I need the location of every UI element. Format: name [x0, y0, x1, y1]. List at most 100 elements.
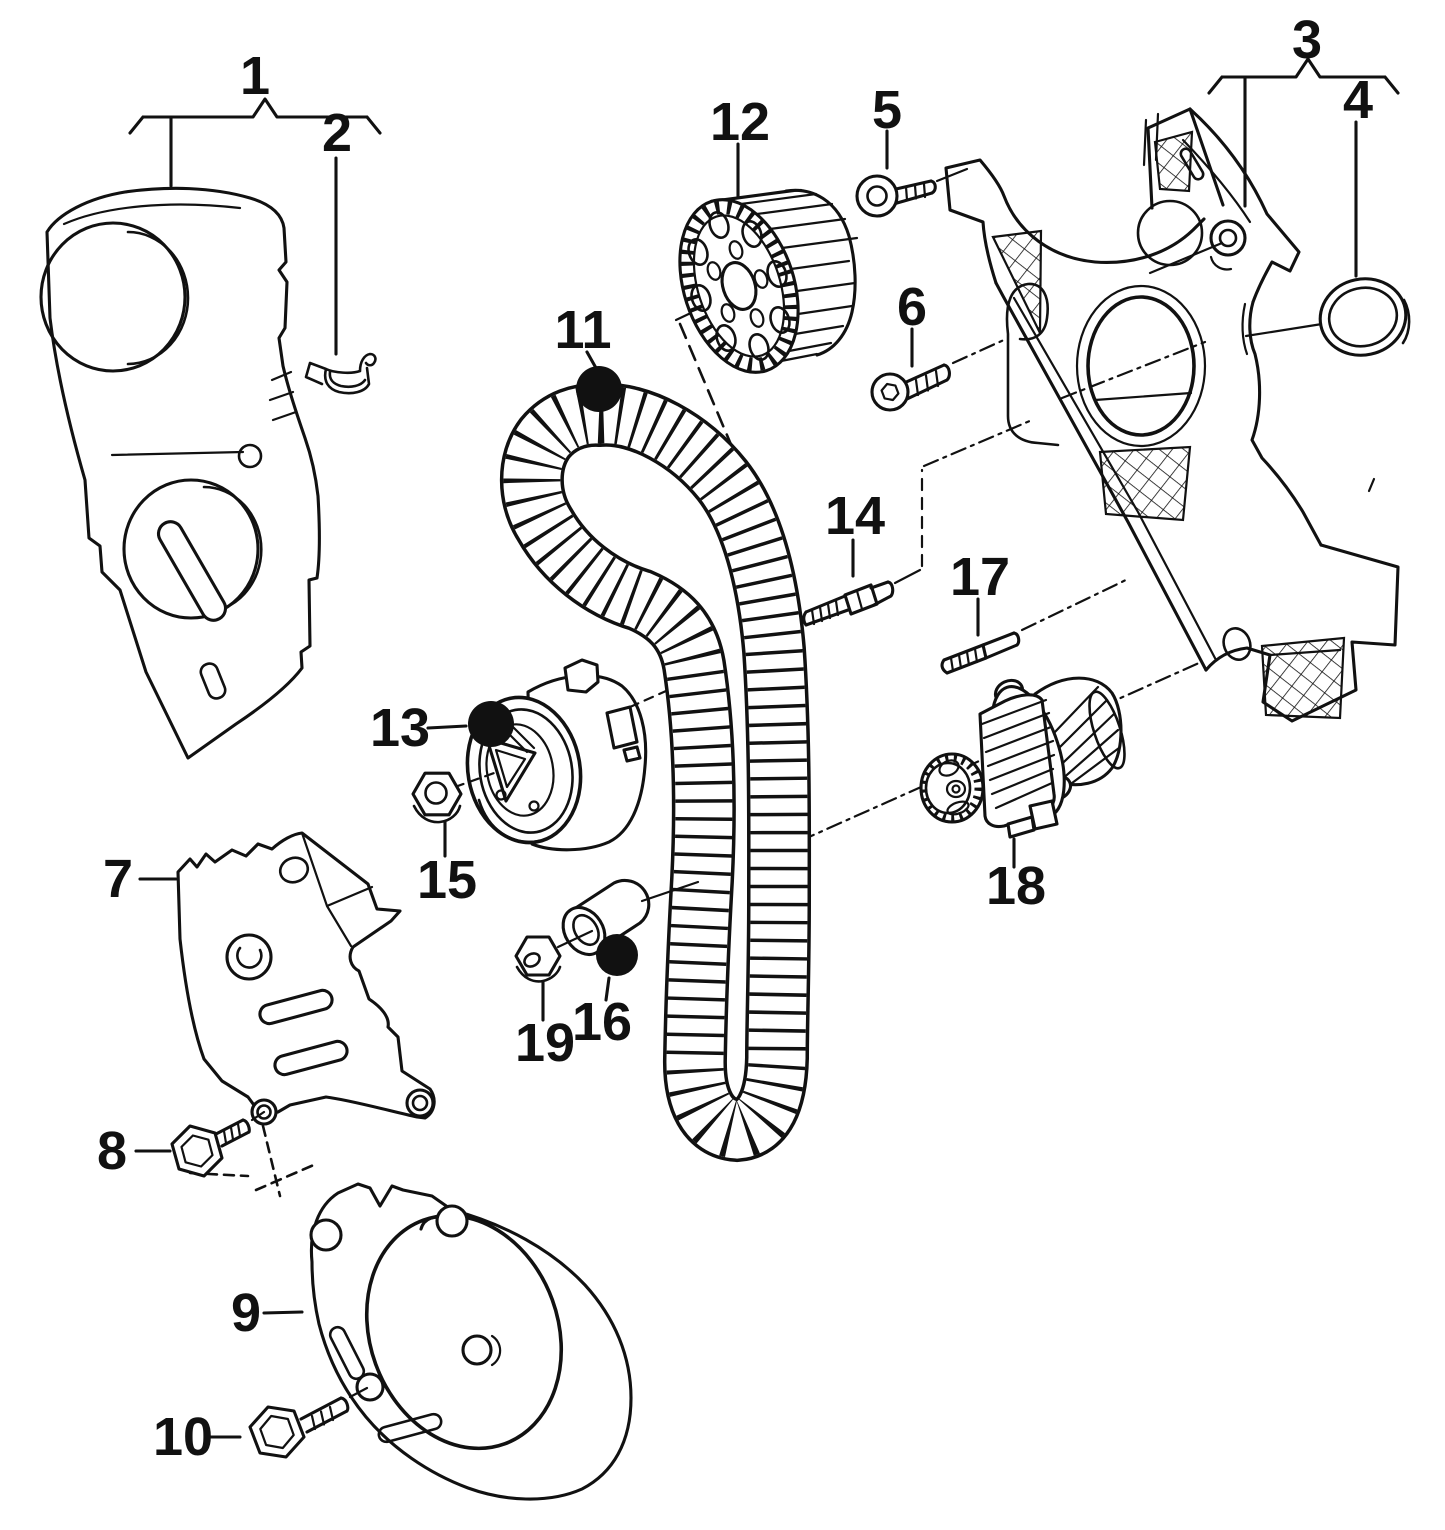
plug-pointer-line	[1244, 322, 1324, 338]
bolt8-pointer-line	[250, 1110, 266, 1122]
callout-label-18[interactable]: 18	[986, 856, 1046, 916]
plate9-center-opening	[364, 1213, 564, 1451]
part-3-rear-timing-cover	[944, 107, 1400, 723]
callout-label-16[interactable]: 16	[572, 992, 632, 1052]
callout-label-19[interactable]: 19	[515, 1013, 575, 1073]
stud17-threads	[949, 647, 979, 673]
dot-marker-11	[576, 366, 622, 412]
nut15-hole	[424, 781, 448, 805]
stud14-collar-facet	[855, 589, 864, 611]
sprocket-outer-holes	[687, 211, 791, 361]
bolt5-pointer-line	[935, 167, 969, 183]
cover1-step-line	[110, 450, 245, 457]
tensioner-hole-a	[495, 789, 507, 801]
callout-9-leader	[262, 1310, 304, 1315]
callout-label-13[interactable]: 13	[370, 698, 430, 758]
cover-left-diagonal-edge	[994, 281, 1208, 672]
cover7-top-bump	[278, 856, 310, 884]
cover1-crank-hump-inner	[202, 485, 263, 614]
stud14-pointer-line	[893, 568, 922, 585]
cover1-edge-ticks	[268, 370, 298, 422]
plate9-slot-a	[328, 1325, 366, 1381]
nut15-flange	[412, 804, 462, 824]
plate9-ear-c-arc	[490, 1334, 502, 1367]
tensioner-axis-dash-right	[628, 689, 668, 709]
stray-tick	[1367, 477, 1376, 493]
cover-foot	[1204, 543, 1400, 723]
cover1-top-inner-arc	[62, 203, 242, 226]
part-19-nut	[514, 929, 594, 983]
cover1-outline	[45, 186, 321, 760]
plug-outer	[1318, 277, 1408, 357]
mount-boss-hole	[1218, 228, 1238, 248]
pump-splines	[980, 698, 1056, 810]
callouts: 1 2 3 4 5 6 7 8 9 10 11 12 13 14 15 16 1…	[97, 10, 1400, 1467]
cover7-slot-b	[273, 1039, 349, 1077]
cover7-boss-spiral	[236, 946, 263, 969]
part-16-roller	[561, 878, 700, 957]
cover7-slot-a	[258, 988, 334, 1026]
callout-label-10[interactable]: 10	[153, 1407, 213, 1467]
part-2-retaining-clip	[304, 352, 377, 395]
pump-gear-hole-top	[938, 759, 960, 777]
stud17-shaft	[981, 631, 1021, 660]
callout-label-12[interactable]: 12	[710, 92, 770, 152]
cover7-ear-right-hole	[411, 1094, 429, 1112]
part-5-bolt	[855, 167, 969, 218]
callout-1-bracket	[128, 97, 382, 188]
tensioner-side-tabs	[605, 705, 642, 763]
plate9-ear-a	[309, 1218, 343, 1252]
callout-label-15[interactable]: 15	[417, 850, 477, 910]
stud14-axis-line	[922, 418, 1034, 468]
bolt10-pointer-line	[348, 1386, 369, 1399]
stud14-shaft	[869, 580, 895, 607]
callout-label-8[interactable]: 8	[97, 1121, 127, 1181]
tensioner-triangle-cutout	[485, 737, 537, 803]
callout-label-17[interactable]: 17	[950, 547, 1010, 607]
bolt10-shaft	[299, 1396, 350, 1434]
nut19-pointer-line	[556, 929, 594, 949]
bolt5-head	[855, 174, 899, 218]
callout-label-11[interactable]: 11	[554, 300, 611, 360]
cover7-ear-right	[405, 1088, 435, 1118]
callout-label-7[interactable]: 7	[103, 849, 133, 909]
bolt10-head	[248, 1405, 306, 1459]
sprocket-ridges	[709, 188, 859, 363]
callout-label-6[interactable]: 6	[897, 277, 927, 337]
bolt6-threads	[914, 369, 940, 397]
part-4-sealing-plug	[1244, 277, 1411, 357]
bolt10-threads	[310, 1405, 335, 1431]
cover1-cam-hump	[39, 221, 187, 373]
pump-rear-rim	[1088, 690, 1126, 770]
dot-marker-16	[596, 934, 638, 976]
callout-label-2[interactable]: 2	[322, 103, 352, 163]
mount-boss-detail	[1148, 241, 1233, 275]
callout-label-9[interactable]: 9	[231, 1283, 261, 1343]
callout-label-4[interactable]: 4	[1343, 70, 1373, 130]
callout-labels: 1 2 3 4 5 6 7 8 9 10 11 12 13 14 15 16 1…	[97, 10, 1373, 1467]
part-17-stud	[940, 576, 1132, 675]
cover-upper-beam	[1188, 107, 1301, 304]
tensioner-triangle-inner	[494, 748, 527, 789]
callout-label-14[interactable]: 14	[825, 486, 885, 546]
cover7-boss	[225, 933, 273, 981]
tensioner-top-tab	[563, 658, 600, 694]
part-8-bolt	[170, 1110, 266, 1178]
stud17-threaded-end	[940, 643, 988, 675]
part-6-bolt	[870, 337, 1008, 412]
pump-gear-teeth	[920, 753, 984, 823]
tensioner-pulley-rim-inner	[478, 708, 574, 834]
bolt5-socket	[866, 185, 888, 207]
bolt6-hex-socket	[880, 382, 900, 402]
bolt10-head-inner	[259, 1414, 295, 1450]
callout-13-leader	[426, 724, 468, 730]
pump-ribs	[1030, 685, 1121, 794]
tensioner-axis-dash-left	[453, 770, 499, 789]
callout-label-1[interactable]: 1	[240, 46, 270, 106]
plate9-slot-b	[377, 1412, 443, 1444]
cover-top-strip	[1146, 107, 1225, 210]
pump-foot	[1006, 799, 1059, 839]
callout-label-5[interactable]: 5	[872, 80, 902, 140]
callout-label-3[interactable]: 3	[1292, 10, 1322, 70]
